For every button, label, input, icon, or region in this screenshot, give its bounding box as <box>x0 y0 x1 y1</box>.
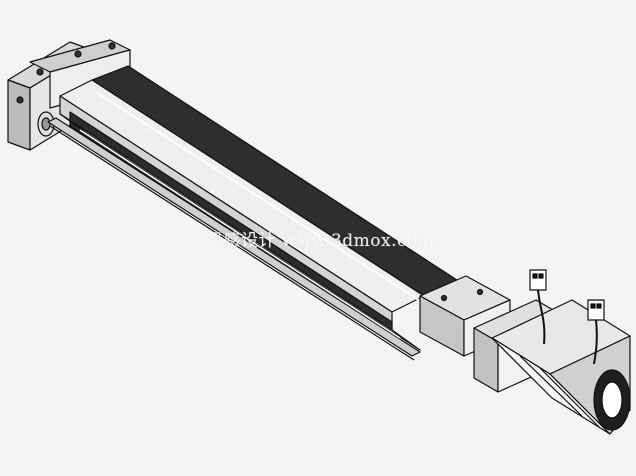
rod-end <box>37 111 55 137</box>
extrusion-body <box>47 65 461 361</box>
cable-connectors <box>529 269 605 365</box>
